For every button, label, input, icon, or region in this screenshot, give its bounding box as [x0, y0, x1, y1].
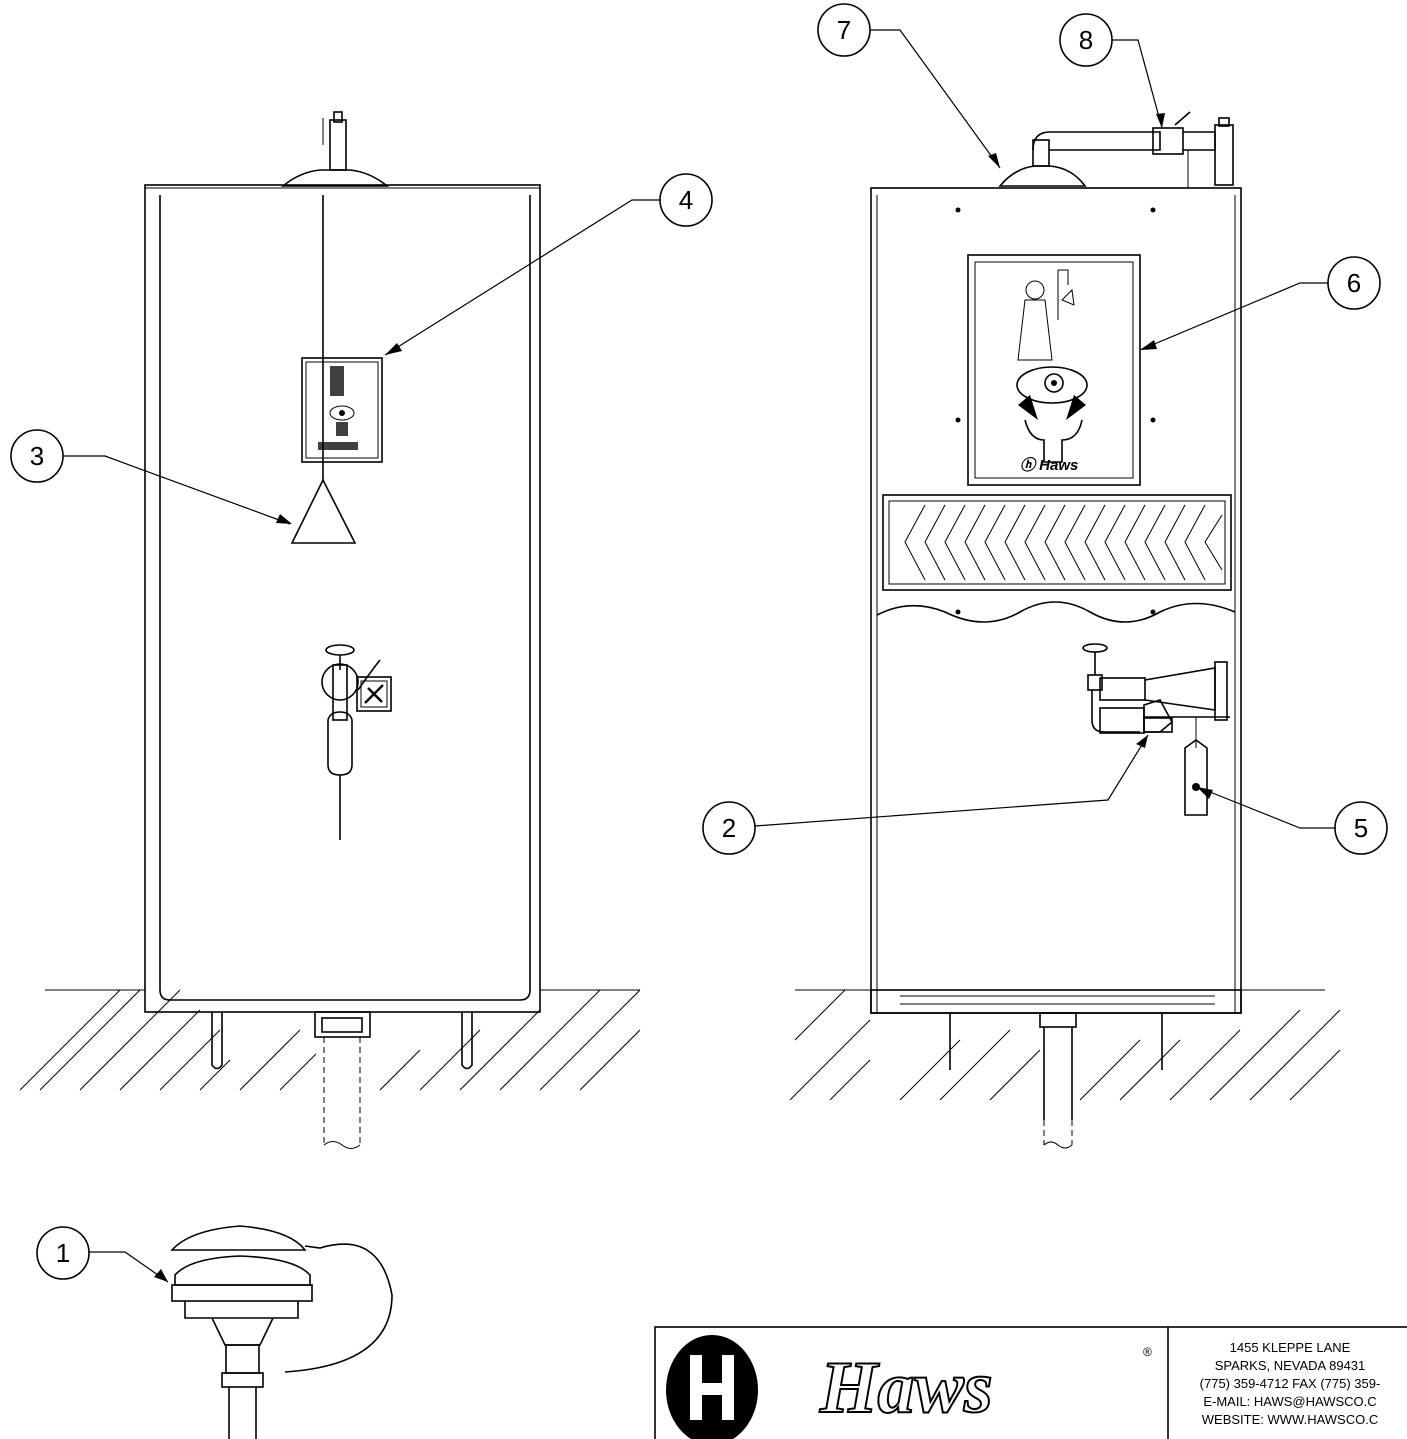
callout-2: 2	[702, 801, 756, 855]
phone-fax-line: (775) 359-4712 FAX (775) 359-	[1200, 1376, 1381, 1391]
small-sign	[301, 357, 383, 463]
callout-3: 3	[10, 429, 64, 483]
title-block: Haws ® 1455 KLEPPE LANE SPARKS, NEVADA 8…	[654, 1326, 1407, 1439]
haws-logo-icon	[666, 1335, 758, 1439]
website-line: WEBSITE: WWW.HAWSCO.C	[1202, 1412, 1378, 1427]
rivets	[955, 207, 1156, 615]
callout-1: 1	[36, 1226, 90, 1280]
triangle-pull-handle	[290, 478, 357, 544]
registered-mark: ®	[1143, 1345, 1152, 1359]
callout-8-label: 8	[1079, 25, 1093, 55]
break-line	[876, 601, 1236, 623]
large-sign: ⓗ Haws	[967, 254, 1141, 486]
top-shower-head	[280, 111, 390, 187]
side-view-cabinet: ⓗ Haws	[789, 111, 1341, 1149]
callout-arrowheads	[154, 113, 1213, 1282]
front-view-cabinet	[19, 111, 641, 1149]
side-top-piping	[998, 111, 1234, 188]
side-base	[870, 989, 1242, 1149]
callout-1-label: 1	[56, 1238, 70, 1268]
callout-5-label: 5	[1354, 813, 1368, 843]
callout-6: 6	[1327, 256, 1381, 310]
brand-wordmark: Haws	[819, 1347, 993, 1429]
callout-3-label: 3	[30, 441, 44, 471]
internal-valve	[1082, 643, 1230, 734]
callout-5: 5	[1334, 801, 1388, 855]
callout-7: 7	[817, 3, 871, 57]
address-line-2: SPARKS, NEVADA 89431	[1215, 1358, 1366, 1373]
side-cabinet-outline	[870, 187, 1242, 1014]
callout-7-label: 7	[837, 15, 851, 45]
callout-6-label: 6	[1347, 268, 1361, 298]
ground-hatch-left	[19, 989, 641, 1091]
eyewash-head-detail	[170, 1225, 393, 1439]
callout-2-label: 2	[722, 813, 736, 843]
address-line-1: 1455 KLEPPE LANE	[1230, 1340, 1351, 1355]
inspection-tag	[1184, 717, 1208, 816]
cabinet-outline	[144, 184, 541, 1013]
chevron-panel	[882, 494, 1232, 591]
cabinet-door-recess	[159, 195, 531, 1001]
ground-hatch-right	[789, 989, 1341, 1101]
front-base	[211, 1011, 473, 1149]
eyewash-valve-front	[321, 644, 392, 840]
email-line: E-MAIL: HAWS@HAWSCO.C	[1203, 1394, 1376, 1409]
callout-4: 4	[659, 173, 713, 227]
sign-logo-text: ⓗ Haws	[1020, 457, 1078, 474]
callout-leaders	[63, 29, 1335, 1283]
callout-4-label: 4	[679, 185, 693, 215]
callout-8: 8	[1059, 13, 1113, 67]
